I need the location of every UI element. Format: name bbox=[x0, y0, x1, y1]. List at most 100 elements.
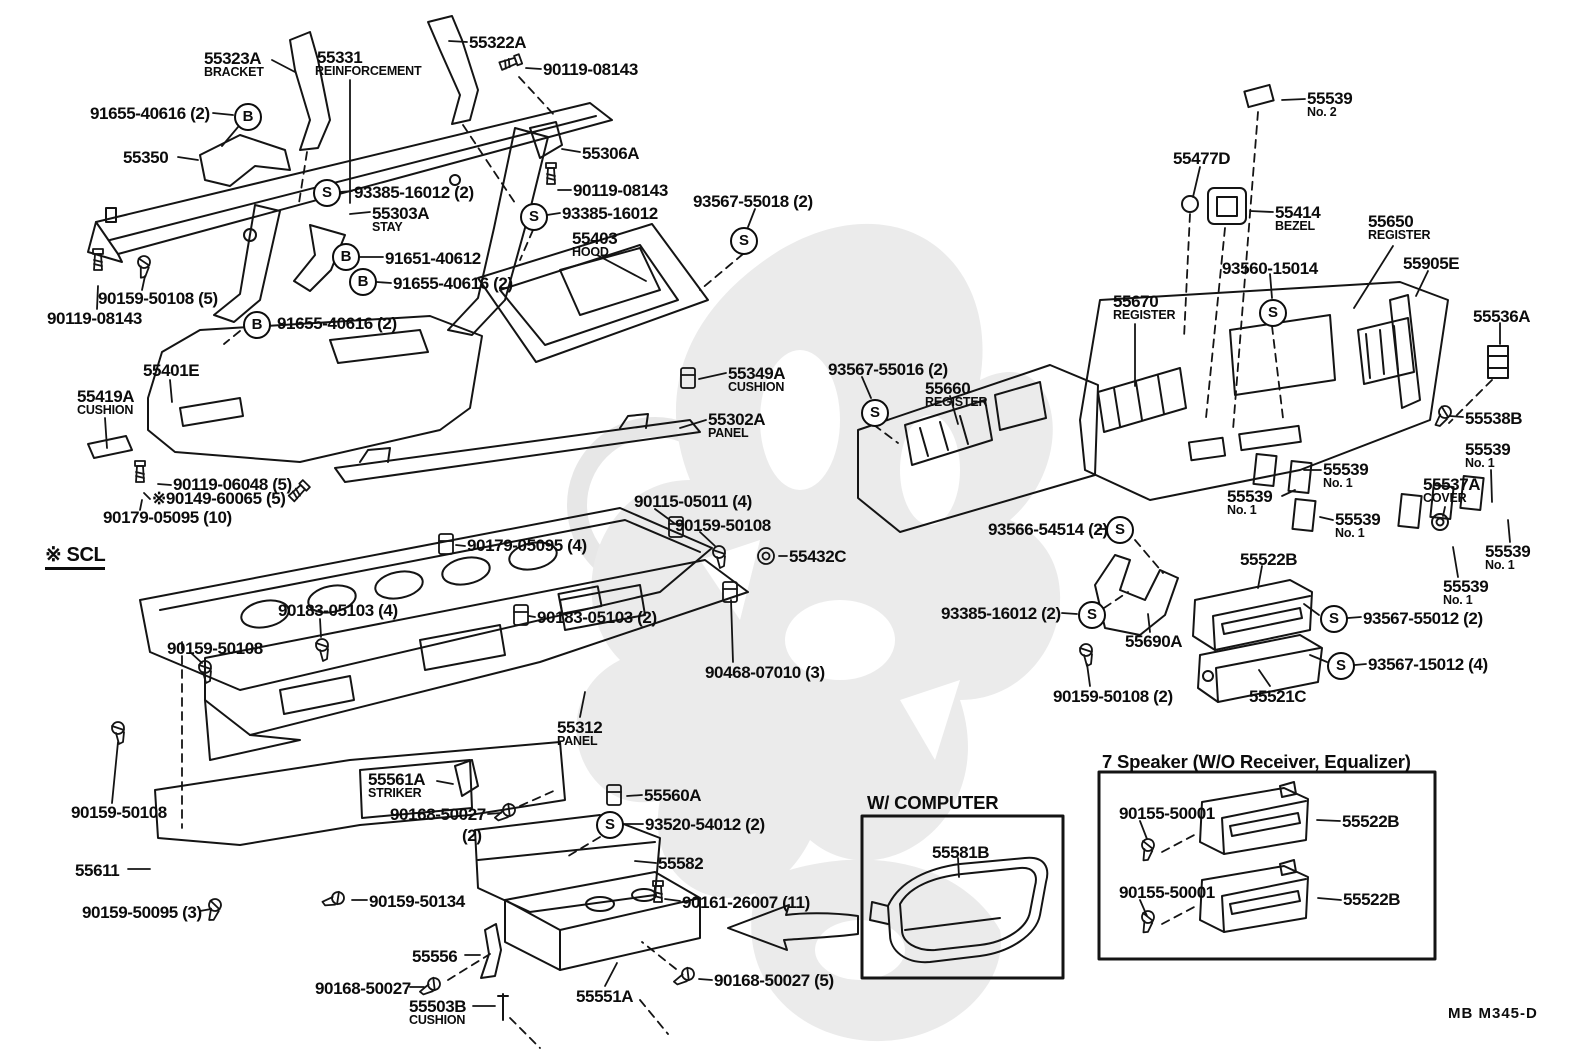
part-label: 55432C bbox=[789, 547, 847, 566]
circled-letter-marker-B: B bbox=[234, 103, 262, 131]
pad-55401E-art bbox=[87, 315, 483, 463]
part-label: ※ SCL bbox=[45, 545, 106, 570]
cushion-pin-55503B-art bbox=[497, 993, 509, 1021]
reinforcement-bar-art bbox=[87, 15, 613, 336]
clips-55539-art bbox=[1252, 453, 1485, 532]
lower-panel-55312-art bbox=[204, 559, 749, 797]
part-label: 93385-16012 (2) bbox=[941, 604, 1061, 623]
circled-letter-marker-S: S bbox=[1327, 652, 1355, 680]
part-label: 93567-55016 (2) bbox=[828, 360, 948, 379]
part-label: 91651-40612 bbox=[385, 249, 481, 268]
part-sublabel: COVER bbox=[1423, 491, 1467, 505]
part-label: 55522B bbox=[1342, 812, 1400, 831]
part-label: 55477D bbox=[1173, 149, 1231, 168]
cluster-panel-art bbox=[139, 507, 713, 691]
part-label: 7 Speaker (W/O Receiver, Equalizer) bbox=[1102, 751, 1411, 772]
part-label: 90159-50134 bbox=[369, 892, 465, 911]
part-sublabel: CUSHION bbox=[77, 403, 134, 417]
part-label: 55349A bbox=[728, 364, 786, 383]
part-label: 91655-40616 (2) bbox=[277, 314, 397, 333]
part-label: 55650 bbox=[1368, 212, 1414, 231]
part-label: MB M345-D bbox=[1448, 1005, 1538, 1022]
part-label: W/ COMPUTER bbox=[867, 792, 999, 813]
circled-letter-marker-S: S bbox=[1078, 601, 1106, 629]
part-label: 55350 bbox=[123, 148, 169, 167]
striker-55561A-art bbox=[454, 759, 479, 797]
part-sublabel: CUSHION bbox=[409, 1013, 466, 1027]
part-label: 55690A bbox=[1125, 632, 1183, 651]
part-label: 90468-07010 (3) bbox=[705, 663, 825, 682]
part-sublabel: No. 1 bbox=[1335, 526, 1365, 540]
part-label: 90159-50108 (5) bbox=[98, 289, 218, 308]
finish-panel-55611-art bbox=[154, 741, 566, 846]
circled-letter-marker-S: S bbox=[861, 399, 889, 427]
part-label: 90119-08143 bbox=[543, 60, 638, 79]
cushion-55419A-art bbox=[87, 435, 133, 459]
dashed-lines bbox=[181, 76, 1493, 1049]
part-label: 55419A bbox=[77, 387, 135, 406]
grommet-55477D-art bbox=[1181, 195, 1199, 213]
part-sublabel: No. 1 bbox=[1443, 593, 1473, 607]
part-label: 90159-50108 (2) bbox=[1053, 687, 1173, 706]
part-label: 55551A bbox=[576, 987, 634, 1006]
bracket-55690A-art bbox=[1094, 554, 1179, 636]
part-label: 55581B bbox=[932, 843, 990, 862]
part-label: 55403 bbox=[572, 229, 618, 248]
part-label: 55302A bbox=[708, 410, 766, 429]
part-label: 90179-05095 (10) bbox=[103, 508, 232, 527]
radio-55522B-art bbox=[1192, 579, 1313, 651]
retainer-55302A-art bbox=[334, 413, 701, 483]
part-label: 55503B bbox=[409, 997, 467, 1016]
part-label: 93560-15014 bbox=[1222, 259, 1318, 278]
clip-55536A-art bbox=[1487, 345, 1509, 379]
circled-letter-marker-S: S bbox=[1259, 299, 1287, 327]
part-label: 91655-40616 (2) bbox=[393, 274, 513, 293]
part-label: 55539 bbox=[1307, 89, 1353, 108]
part-label: 93567-55012 (2) bbox=[1363, 609, 1483, 628]
part-label: 93520-54012 (2) bbox=[645, 815, 765, 834]
part-label: 55611 bbox=[75, 861, 120, 880]
part-label: ※90149-60065 (5) bbox=[152, 489, 286, 508]
part-label: 93567-15012 (4) bbox=[1368, 655, 1488, 674]
part-sublabel: No. 1 bbox=[1323, 476, 1353, 490]
part-label: 55539 bbox=[1335, 510, 1381, 529]
part-sublabel: REINFORCEMENT bbox=[315, 64, 422, 78]
clip-55539-no2-art bbox=[1243, 83, 1275, 109]
part-label: 55539 bbox=[1485, 542, 1531, 561]
part-label: 55522B bbox=[1240, 550, 1298, 569]
part-label: 55414 bbox=[1275, 203, 1321, 222]
part-sublabel: HOOD bbox=[572, 245, 609, 259]
bezel-55414-art bbox=[1207, 187, 1247, 225]
part-label: 55323A bbox=[204, 49, 262, 68]
part-label: 55322A bbox=[469, 33, 527, 52]
part-sublabel: (2) bbox=[462, 826, 482, 845]
part-label: 55905E bbox=[1403, 254, 1460, 273]
part-sublabel: No. 2 bbox=[1307, 105, 1337, 119]
part-sublabel: REGISTER bbox=[1368, 228, 1431, 242]
circled-letter-marker-S: S bbox=[1320, 605, 1348, 633]
part-label: 55401E bbox=[143, 361, 200, 380]
part-label: 90168-50027 bbox=[315, 979, 411, 998]
part-label: 90119-06048 (5) bbox=[173, 475, 292, 494]
defroster-duct-55350 bbox=[199, 134, 291, 187]
part-label: 55556 bbox=[412, 947, 458, 966]
part-label: 55582 bbox=[658, 854, 704, 873]
part-label: 55312 bbox=[557, 718, 603, 737]
part-label: 90119-08143 bbox=[47, 309, 142, 328]
part-label: 55539 bbox=[1227, 487, 1273, 506]
part-label: 90115-05011 (4) bbox=[634, 492, 752, 511]
circled-letter-marker-S: S bbox=[1106, 516, 1134, 544]
arrow-icon bbox=[727, 904, 859, 951]
hood-55403-art bbox=[477, 223, 709, 363]
radio-55521C-art bbox=[1197, 634, 1323, 703]
part-sublabel: STRIKER bbox=[368, 786, 422, 800]
glass-55905E-art bbox=[1389, 294, 1421, 409]
part-label: 55560A bbox=[644, 786, 702, 805]
part-label: 55539 bbox=[1443, 577, 1489, 596]
part-sublabel: No. 1 bbox=[1465, 456, 1495, 470]
part-label: 55539 bbox=[1323, 460, 1369, 479]
part-label: 90168-50027 (5) bbox=[714, 971, 834, 990]
leader-lines bbox=[96, 40, 1511, 1007]
